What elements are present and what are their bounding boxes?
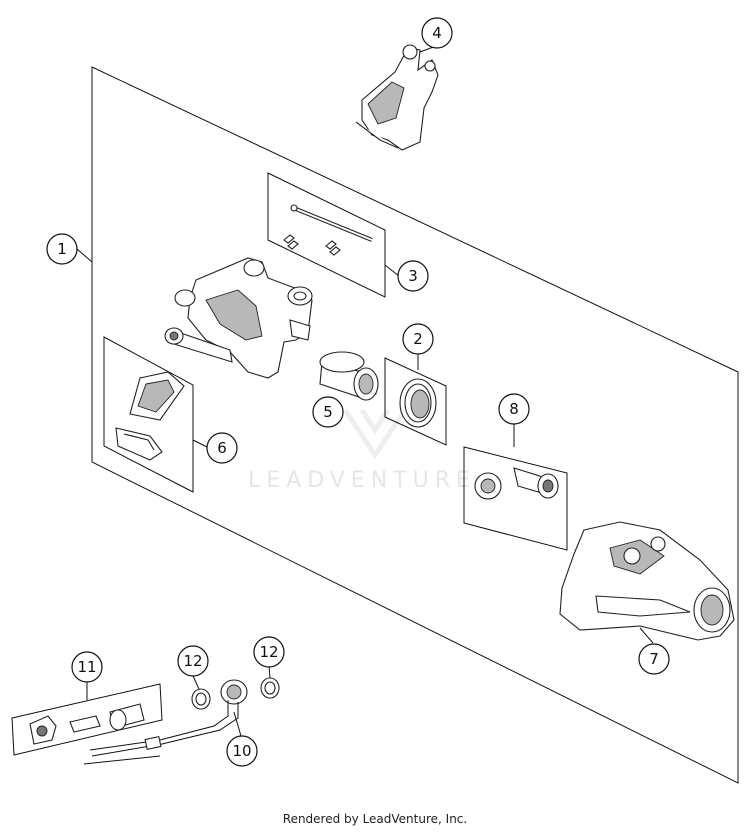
part-4-brake-pads	[355, 44, 439, 151]
watermark-text: LEADVENTURE	[248, 468, 476, 493]
callout-3-label: 3	[408, 267, 418, 285]
callout-1: 1	[46, 233, 78, 265]
callout-4-label: 4	[432, 24, 442, 42]
part-10-brake-line	[83, 679, 248, 765]
callout-8: 8	[498, 393, 530, 425]
leader-lines	[76, 45, 654, 737]
callout-8-label: 8	[509, 400, 519, 418]
callout-3: 3	[397, 260, 429, 292]
callout-2-label: 2	[413, 330, 423, 348]
kit-box-8	[463, 446, 568, 551]
kit-box-3	[267, 172, 386, 298]
kit-box-11	[11, 683, 163, 756]
main-assembly-panel	[91, 66, 739, 784]
callout-7: 7	[638, 643, 670, 675]
callout-6-label: 6	[217, 439, 227, 457]
part-8-bleeder-kit	[474, 467, 559, 500]
callout-12-left: 12	[177, 645, 209, 677]
kit-box-2	[384, 357, 447, 446]
callout-4: 4	[421, 17, 453, 49]
callout-11: 11	[71, 651, 103, 683]
callout-7-label: 7	[649, 650, 659, 668]
part-2-seal-ring	[399, 378, 437, 428]
part-3-pin-kit	[283, 204, 373, 256]
footer-credit: Rendered by LeadVenture, Inc.	[282, 812, 468, 826]
part-11-fitting-kit	[29, 703, 145, 745]
kit-box-6	[103, 336, 194, 493]
callout-2: 2	[402, 323, 434, 355]
part-5-piston	[319, 351, 379, 401]
callout-12-left-label: 12	[183, 652, 202, 670]
callout-12-right: 12	[253, 636, 285, 668]
part-7-caliper-support	[559, 521, 735, 641]
brake-caliper-body	[164, 257, 313, 379]
callout-6: 6	[206, 432, 238, 464]
callout-10-label: 10	[232, 742, 251, 760]
callout-10: 10	[226, 735, 258, 767]
callout-5-label: 5	[323, 403, 333, 421]
callout-1-label: 1	[57, 240, 67, 258]
watermark: LEADVENTURE	[248, 408, 476, 493]
callout-12-right-label: 12	[259, 643, 278, 661]
callout-11-label: 11	[77, 658, 96, 676]
callout-5: 5	[312, 396, 344, 428]
part-6-pad-spring-kit	[115, 371, 185, 461]
